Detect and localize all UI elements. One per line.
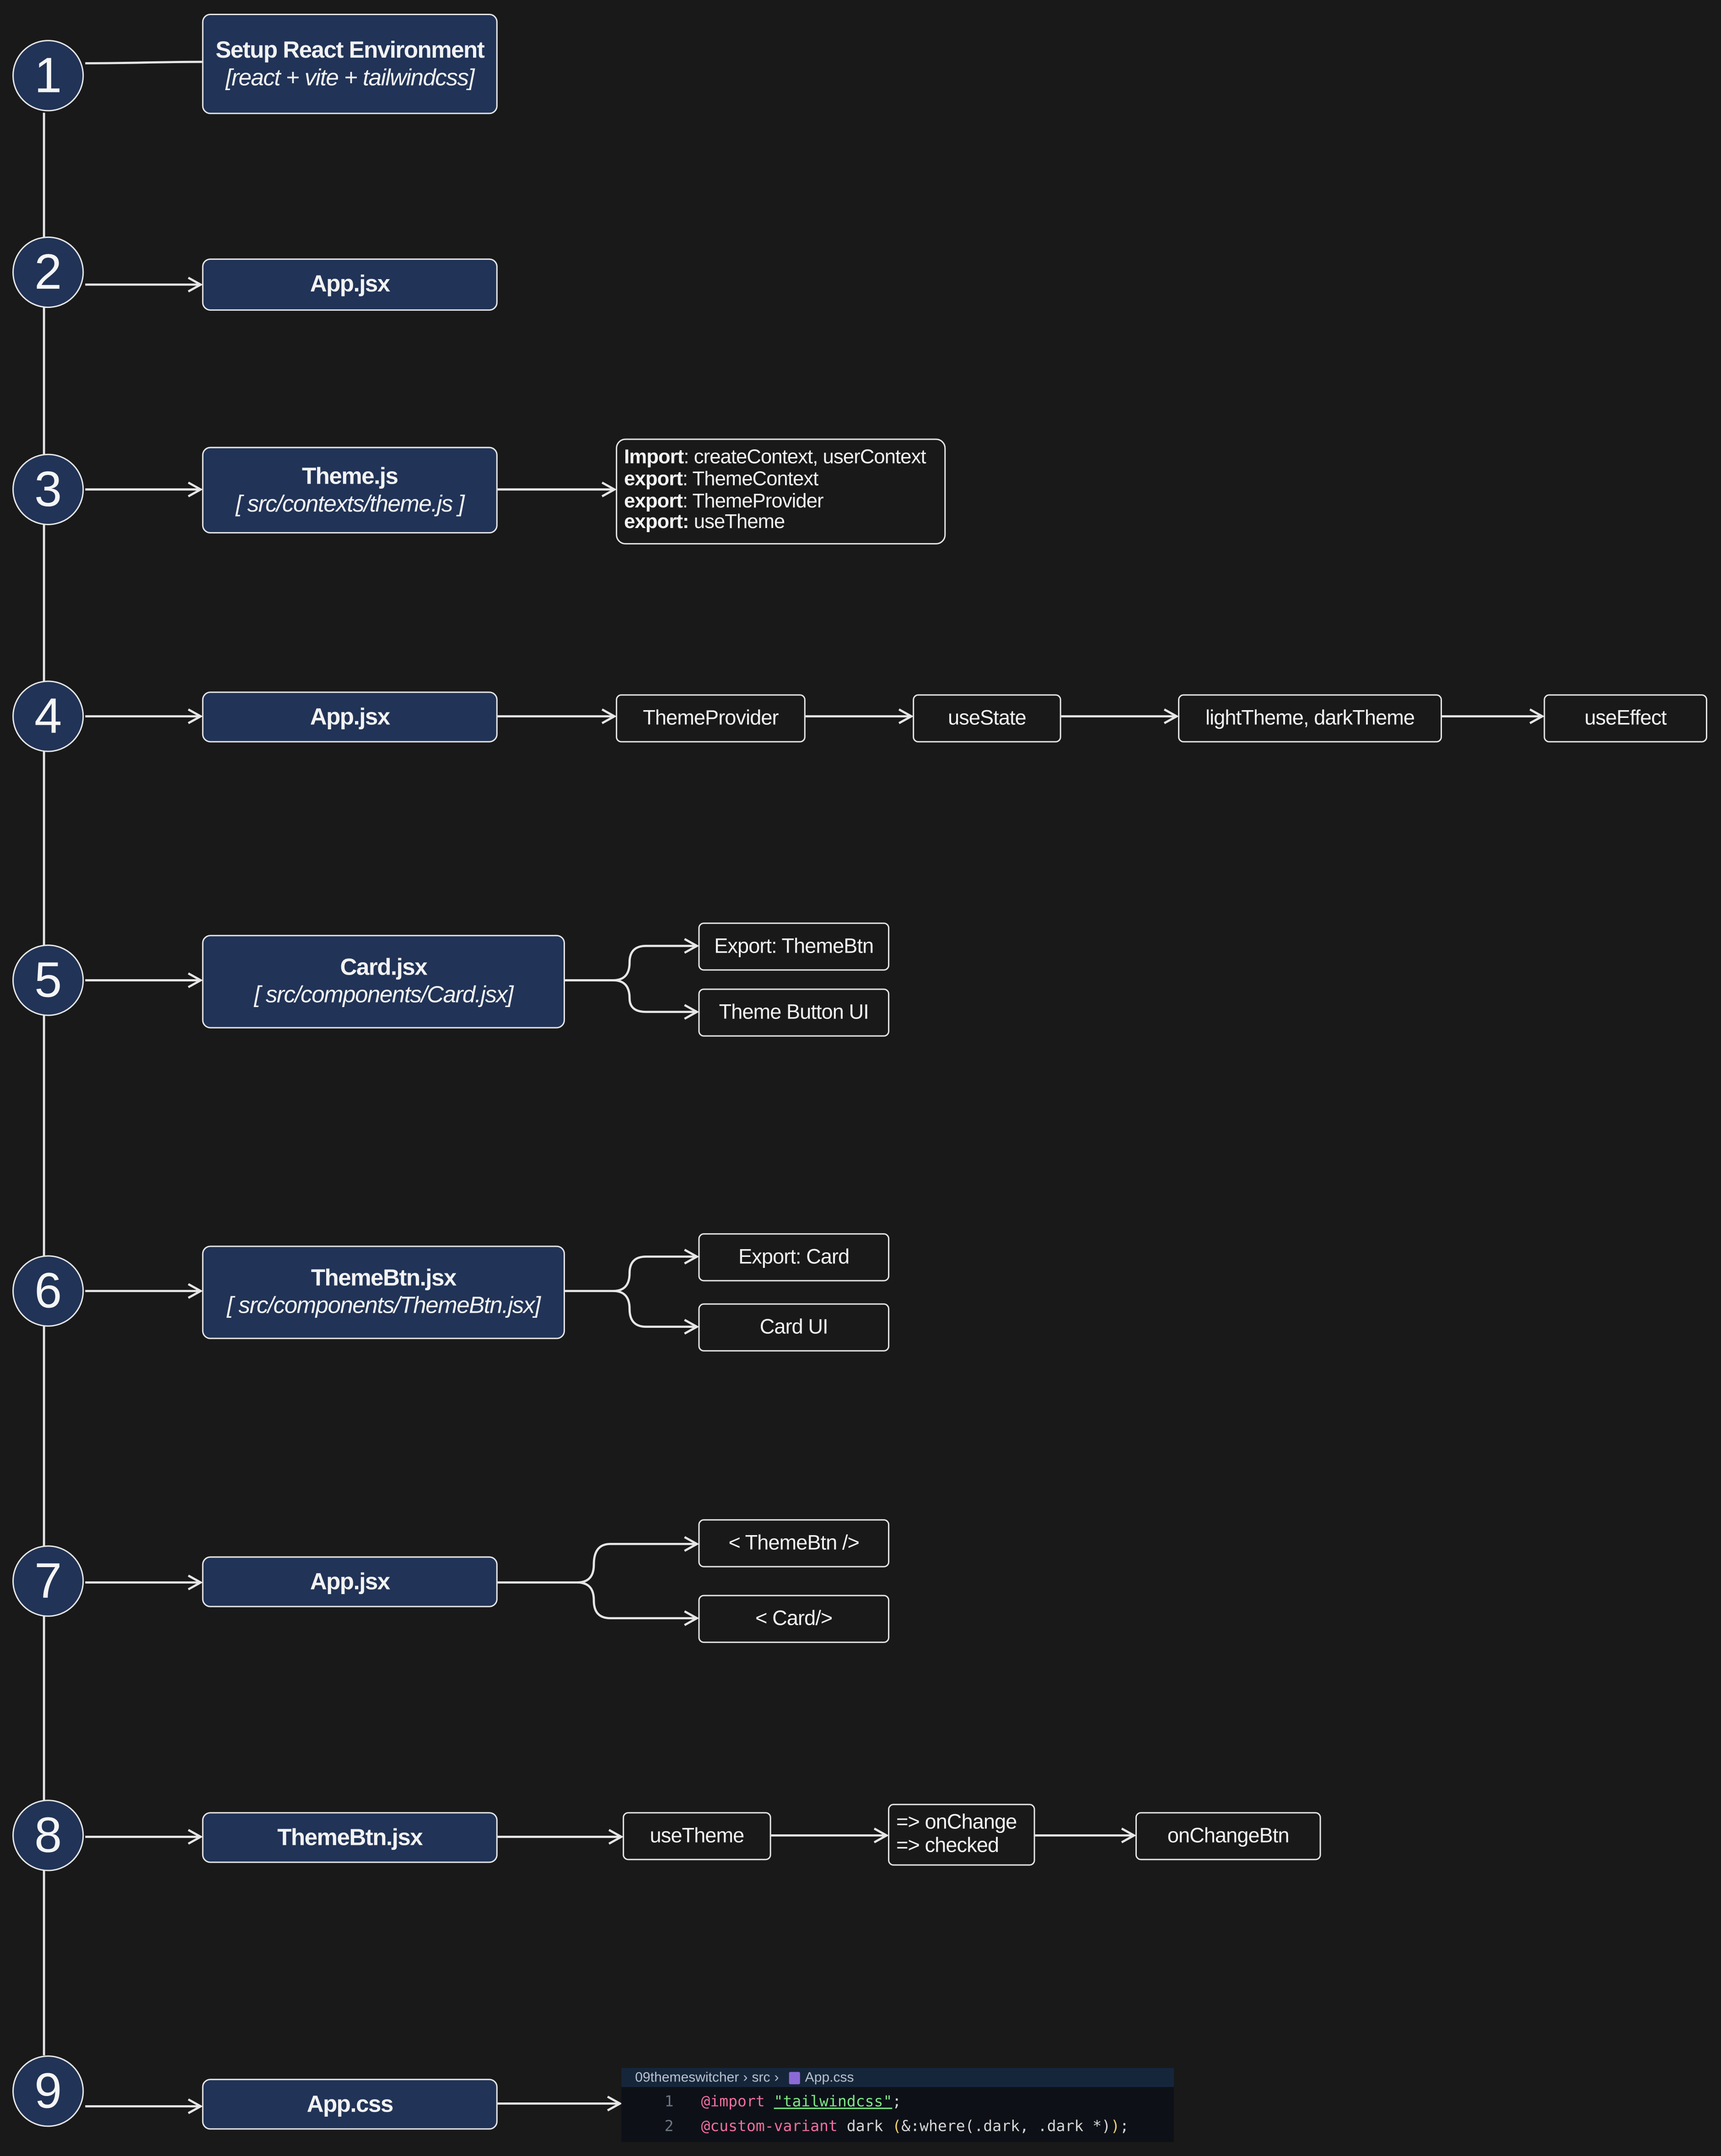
line-number-2: 2 — [664, 2117, 674, 2135]
note-line-1: Import: createContext, userContext — [624, 447, 926, 469]
step-3-box: Theme.js [ src/contexts/theme.js ] — [202, 447, 498, 534]
step-4-box: App.jsx — [202, 691, 498, 743]
step-1-title: Setup React Environment — [215, 37, 485, 64]
step-7-box: App.jsx — [202, 1556, 498, 1607]
use-theme-node: useTheme — [623, 1812, 771, 1860]
theme-exports-note: Import: createContext, userContext expor… — [616, 438, 946, 544]
handler-line-1: => onChange — [896, 1811, 1017, 1835]
connector-1 — [85, 60, 202, 65]
step-3-badge: 3 — [12, 453, 84, 525]
handlers-node: => onChange => checked — [888, 1804, 1035, 1866]
step-3-title: Theme.js — [301, 463, 398, 490]
step-9-title: App.css — [307, 2091, 394, 2117]
handler-line-2: => checked — [896, 1833, 999, 1857]
step-5-subtitle: [ src/components/Card.jsx] — [254, 981, 514, 1008]
chevron-right-icon: › — [743, 2070, 748, 2085]
css-file-icon — [788, 2071, 800, 2084]
use-effect-node: useEffect — [1544, 694, 1707, 743]
code-line-1: @import "tailwindcss"; — [701, 2092, 902, 2111]
theme-provider-node: ThemeProvider — [616, 694, 806, 743]
step-3-subtitle: [ src/contexts/theme.js ] — [236, 490, 464, 517]
step-5-box: Card.jsx [ src/components/Card.jsx] — [202, 935, 565, 1029]
chevron-right-icon: › — [774, 2070, 779, 2085]
note-line-2: export: ThemeContext — [624, 469, 818, 491]
themebtn-branch-export: Export: Card — [698, 1233, 890, 1282]
app-branch-card: < Card/> — [698, 1595, 890, 1643]
step-7-title: App.jsx — [310, 1568, 390, 1595]
editor-breadcrumb: 09themeswitcher › src › App.css — [621, 2068, 1174, 2087]
use-state-node: useState — [913, 694, 1061, 743]
app-branch-themebtn: < ThemeBtn /> — [698, 1519, 890, 1568]
note-line-3: export: ThemeProvider — [624, 490, 823, 512]
note-line-4: export: useTheme — [624, 512, 785, 534]
themes-node: lightTheme, darkTheme — [1178, 694, 1442, 743]
step-6-subtitle: [ src/components/ThemeBtn.jsx] — [227, 1292, 541, 1319]
code-line-2: @custom-variant dark (&:where(.dark, .da… — [701, 2117, 1129, 2135]
step-8-badge: 8 — [12, 1800, 84, 1871]
step-9-box: App.css — [202, 2079, 498, 2130]
breadcrumb-folder: 09themeswitcher — [635, 2070, 739, 2085]
on-change-btn-node: onChangeBtn — [1135, 1812, 1321, 1860]
step-1-subtitle: [react + vite + tailwindcss] — [226, 64, 474, 90]
step-6-box: ThemeBtn.jsx [ src/components/ThemeBtn.j… — [202, 1245, 565, 1339]
step-2-badge: 2 — [12, 236, 84, 308]
breadcrumb-src: src — [752, 2070, 770, 2085]
step-9-badge: 9 — [12, 2055, 84, 2127]
step-2-title: App.jsx — [310, 271, 390, 297]
step-2-box: App.jsx — [202, 258, 498, 311]
step-6-title: ThemeBtn.jsx — [311, 1265, 457, 1292]
branch-5-top — [565, 938, 699, 981]
step-8-box: ThemeBtn.jsx — [202, 1812, 498, 1863]
card-branch-ui: Theme Button UI — [698, 988, 890, 1037]
card-branch-export: Export: ThemeBtn — [698, 922, 890, 971]
step-5-badge: 5 — [12, 944, 84, 1016]
themebtn-branch-ui: Card UI — [698, 1303, 890, 1352]
step-4-title: App.jsx — [310, 703, 390, 730]
branch-7-bottom — [577, 1581, 699, 1626]
step-5-title: Card.jsx — [340, 954, 428, 981]
step-6-badge: 6 — [12, 1255, 84, 1327]
branch-5-bottom — [613, 979, 699, 1020]
step-1-badge: 1 — [12, 40, 84, 112]
step-1-box: Setup React Environment [react + vite + … — [202, 14, 498, 114]
branch-6-top — [565, 1249, 699, 1292]
step-7-badge: 7 — [12, 1545, 84, 1617]
step-8-title: ThemeBtn.jsx — [277, 1824, 423, 1850]
app-css-code-snippet: 09themeswitcher › src › App.css 1 @impor… — [621, 2068, 1174, 2142]
branch-7-top — [497, 1536, 699, 1584]
line-number-1: 1 — [664, 2092, 674, 2111]
step-4-badge: 4 — [12, 680, 84, 752]
branch-6-bottom — [613, 1290, 699, 1335]
breadcrumb-file: App.css — [805, 2070, 854, 2085]
